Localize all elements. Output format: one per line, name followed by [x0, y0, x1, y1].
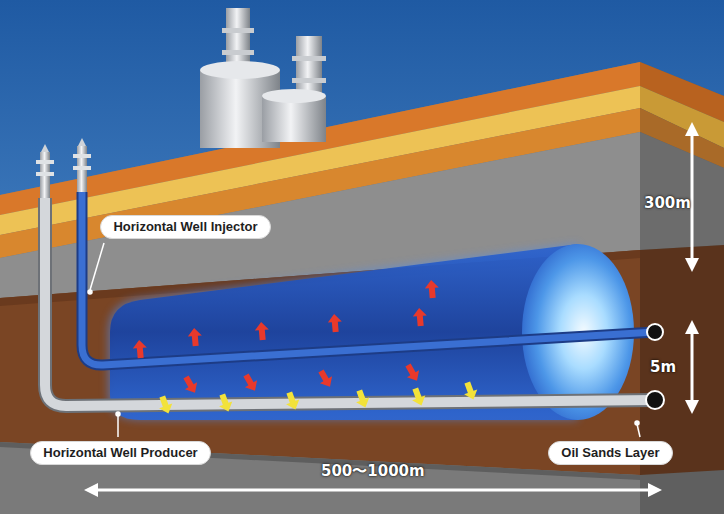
dimension-label: 500〜1000m — [321, 462, 425, 480]
dimension-label: 300m — [644, 194, 691, 212]
callout-pill: Oil Sands Layer — [548, 441, 673, 465]
callout-text: Oil Sands Layer — [561, 445, 659, 461]
callout-pill: Horizontal Well Producer — [30, 441, 211, 465]
callout-pill: Horizontal Well Injector — [100, 215, 271, 239]
callout-text: Horizontal Well Injector — [113, 219, 257, 235]
callout-text: Horizontal Well Producer — [43, 445, 197, 461]
dimension-label: 5m — [650, 358, 676, 376]
